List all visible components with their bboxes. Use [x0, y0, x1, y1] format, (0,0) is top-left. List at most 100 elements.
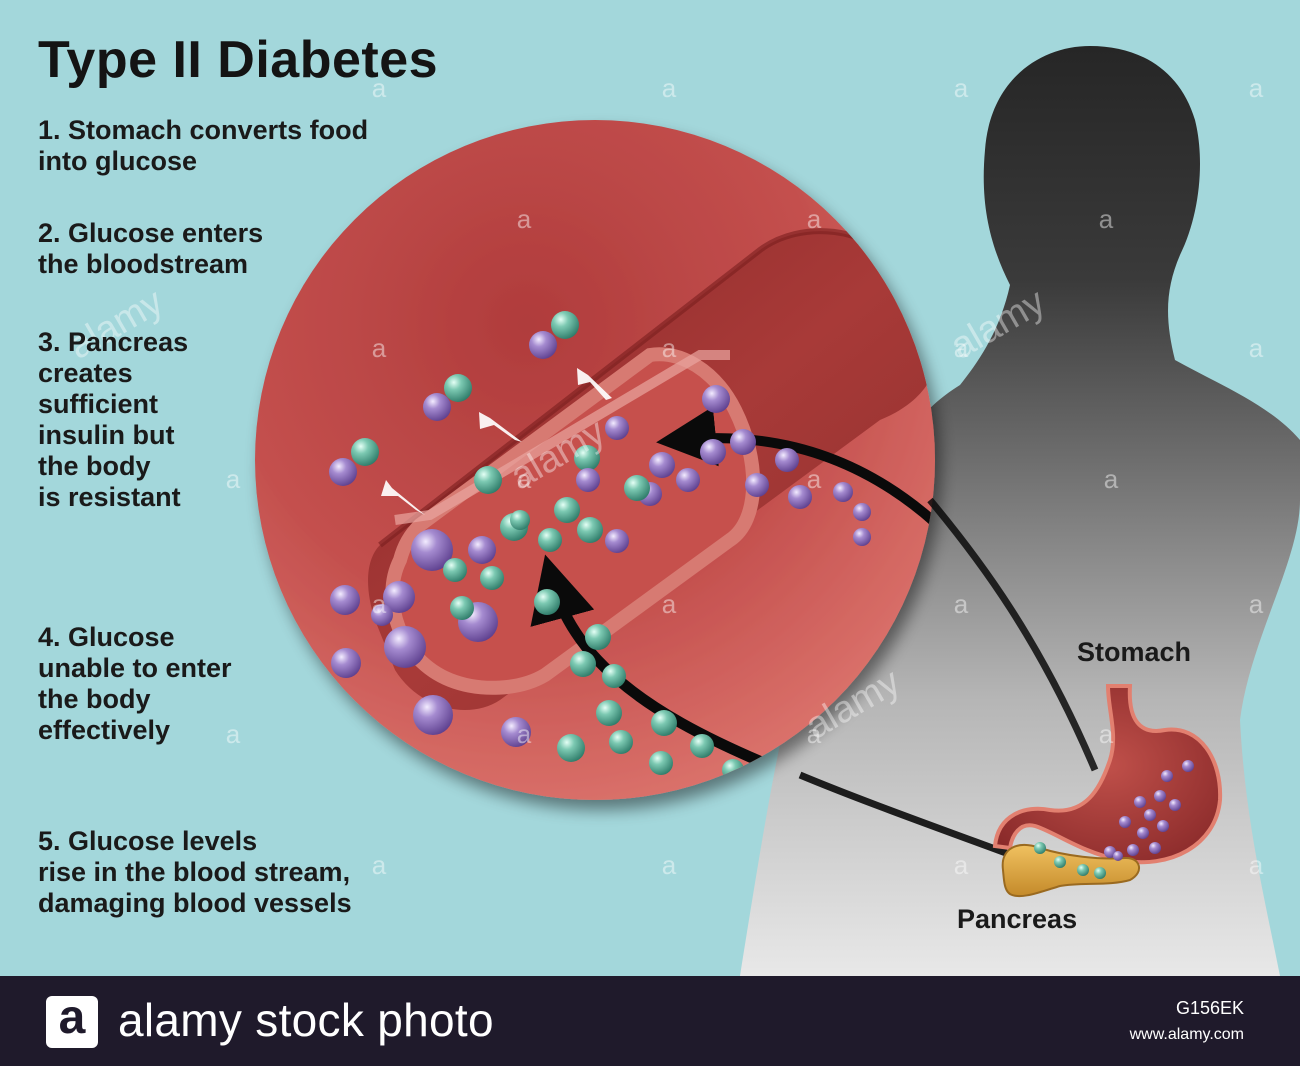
insulin-molecule — [329, 458, 357, 486]
insulin-molecule — [605, 529, 629, 553]
watermark-letter: a — [1249, 850, 1264, 880]
glucose-molecule — [551, 311, 579, 339]
logo-letter: a — [58, 991, 86, 1044]
glucose-molecule — [557, 734, 585, 762]
step-4-text: 4. Glucose unable to enter the body effe… — [38, 622, 232, 745]
insulin-molecule — [605, 416, 629, 440]
glucose-molecule — [690, 734, 714, 758]
watermark-letter: a — [372, 589, 387, 619]
insulin-molecule — [413, 695, 453, 735]
glucose-molecule — [1094, 867, 1106, 879]
insulin-molecule — [1154, 790, 1166, 802]
glucose-molecule — [585, 624, 611, 650]
watermark-letter: a — [954, 589, 969, 619]
insulin-molecule — [676, 468, 700, 492]
stomach-label: Stomach — [1077, 637, 1192, 667]
watermark-letter: a — [517, 204, 532, 234]
insulin-molecule — [423, 393, 451, 421]
brand-text[interactable]: alamy stock photo — [118, 994, 494, 1046]
insulin-molecule — [330, 585, 360, 615]
insulin-molecule — [1137, 827, 1149, 839]
glucose-molecule — [574, 445, 600, 471]
insulin-molecule — [1134, 796, 1146, 808]
insulin-molecule — [1182, 760, 1194, 772]
stomach-organ — [992, 684, 1223, 865]
insulin-molecule — [1161, 770, 1173, 782]
glucose-molecule — [602, 664, 626, 688]
glucose-molecule — [609, 730, 633, 754]
insulin-molecule — [501, 717, 531, 747]
insulin-molecule — [1169, 799, 1181, 811]
watermark-letter: a — [662, 73, 677, 103]
insulin-molecule — [1104, 846, 1116, 858]
watermark-letter: a — [807, 204, 822, 234]
glucose-molecule — [443, 558, 467, 582]
watermark-letter: a — [662, 589, 677, 619]
insulin-molecule — [730, 429, 756, 455]
glucose-molecule — [570, 651, 596, 677]
watermark-letter: a — [1104, 464, 1119, 494]
image-id: G156EK — [1175, 998, 1244, 1018]
watermark-letter: a — [517, 464, 532, 494]
glucose-molecule — [1034, 842, 1046, 854]
step-3-text: 3. Pancreas creates sufficient insulin b… — [38, 327, 189, 512]
watermark-letter: a — [372, 333, 387, 363]
insulin-molecule — [833, 482, 853, 502]
insulin-molecule — [775, 448, 799, 472]
insulin-molecule — [788, 485, 812, 509]
glucose-molecule — [577, 517, 603, 543]
watermark-letter: a — [1099, 204, 1114, 234]
glucose-molecule — [480, 566, 504, 590]
insulin-molecule — [1149, 842, 1161, 854]
glucose-molecule — [722, 759, 744, 781]
insulin-molecule — [853, 503, 871, 521]
site-url[interactable]: www.alamy.com — [1129, 1026, 1244, 1043]
insulin-molecule — [331, 648, 361, 678]
insulin-molecule — [853, 528, 871, 546]
glucose-molecule — [1054, 856, 1066, 868]
pancreas-label: Pancreas — [957, 904, 1078, 934]
insulin-molecule — [411, 529, 453, 571]
particles-in-lens — [329, 311, 871, 795]
watermark-letter: a — [662, 850, 677, 880]
alamy-logo-icon[interactable] — [46, 996, 98, 1048]
glucose-molecule — [649, 751, 673, 775]
insulin-molecule — [371, 604, 393, 626]
watermark-letter: a — [954, 333, 969, 363]
watermark-letter: a — [226, 464, 241, 494]
watermark-letter: a — [954, 73, 969, 103]
insulin-molecule — [702, 385, 730, 413]
step-5-text: 5. Glucose levels rise in the blood stre… — [38, 826, 352, 918]
glucose-molecule — [474, 466, 502, 494]
watermark-letter: a — [662, 333, 677, 363]
glucose-molecule — [534, 589, 560, 615]
step-2-text: 2. Glucose enters the bloodstream — [38, 218, 264, 279]
insulin-molecule — [745, 473, 769, 497]
glucose-molecule — [538, 528, 562, 552]
insulin-molecule — [576, 468, 600, 492]
watermark-letter: a — [1249, 333, 1264, 363]
step-1-text: 1. Stomach converts food into glucose — [38, 115, 369, 176]
glucose-molecule — [554, 497, 580, 523]
insulin-molecule — [383, 581, 415, 613]
glucose-molecule — [510, 510, 530, 530]
watermark-letter: a — [372, 73, 387, 103]
watermark-letter: a — [1249, 73, 1264, 103]
diagram-artwork: aaaaaaaaaaaaaaaaaaaaaaaaaaaalamyalamyala… — [62, 46, 1300, 976]
watermark-letter: a — [372, 850, 387, 880]
footer-bar — [0, 976, 1300, 1066]
watermark-letter: a — [807, 719, 822, 749]
glucose-molecule — [450, 596, 474, 620]
insulin-molecule — [529, 331, 557, 359]
glucose-molecule — [596, 700, 622, 726]
insulin-molecule — [384, 626, 426, 668]
insulin-molecule — [1157, 820, 1169, 832]
glucose-molecule — [742, 777, 760, 795]
watermark-letter: a — [517, 719, 532, 749]
insulin-molecule — [700, 439, 726, 465]
page-title: Type II Diabetes — [38, 31, 439, 89]
glucose-molecule — [624, 475, 650, 501]
insulin-molecule — [468, 536, 496, 564]
watermark-letter: a — [807, 464, 822, 494]
